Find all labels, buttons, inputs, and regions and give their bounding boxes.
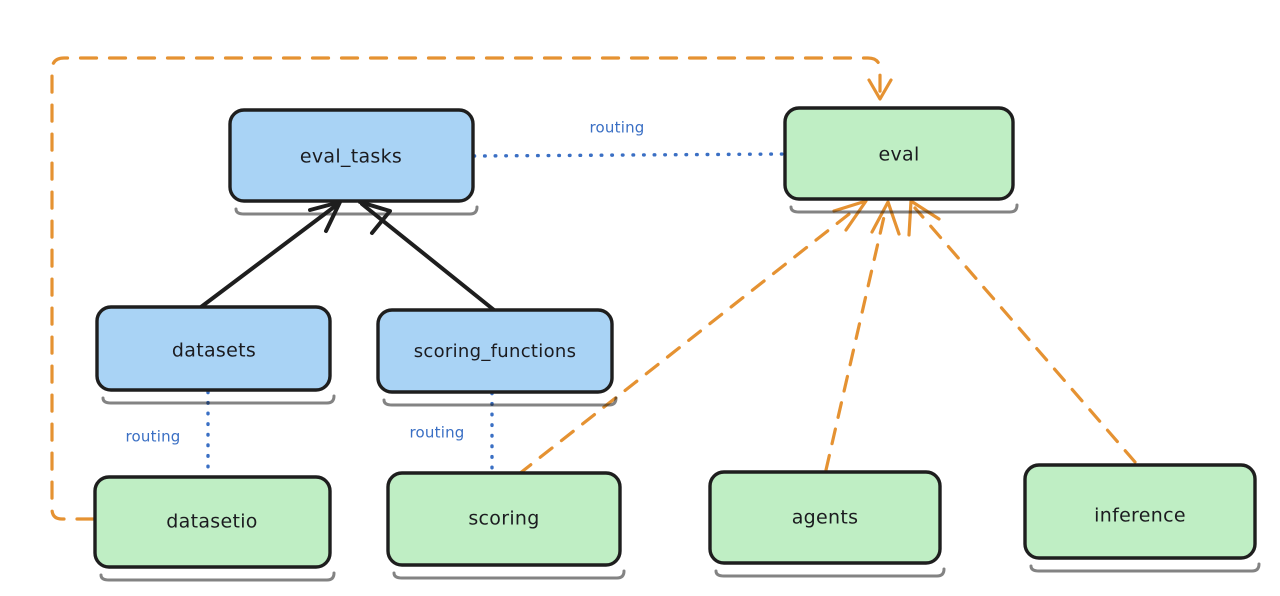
- node-label: scoring_functions: [414, 341, 577, 362]
- node-label: eval_tasks: [300, 146, 402, 168]
- node-box: [95, 305, 332, 392]
- edge-path: [517, 205, 860, 476]
- edge-path: [360, 202, 496, 312]
- node-label: inference: [1094, 505, 1186, 527]
- dependency-edges-group: [50, 56, 1137, 521]
- edge-datasetio-to-eval[interactable]: [50, 56, 893, 521]
- edge-path: [913, 206, 1137, 464]
- node-eval-tasks[interactable]: eval_tasks: [228, 108, 479, 216]
- node-box: [386, 471, 622, 567]
- node-box: [376, 308, 614, 394]
- edge-label-routing-eval-tasks: routing: [590, 119, 645, 137]
- edge-label-routing-scoring-functions: routing: [410, 424, 465, 442]
- edge-eval-tasks-to-eval[interactable]: [472, 152, 788, 158]
- node-box: [93, 475, 332, 569]
- edge-inference-to-eval[interactable]: [907, 199, 1137, 464]
- node-shadow: [234, 205, 479, 216]
- arrowhead: [867, 78, 893, 101]
- node-scoring-functions[interactable]: scoring_functions: [376, 308, 618, 407]
- node-label: datasets: [172, 340, 256, 362]
- arrowhead: [832, 199, 868, 232]
- edge-path: [199, 202, 340, 309]
- edge-path: [50, 56, 882, 521]
- edge-datasets-to-eval-tasks[interactable]: [199, 200, 342, 309]
- edge-scoring-to-eval[interactable]: [517, 199, 868, 476]
- node-box: [228, 108, 475, 203]
- node-datasets[interactable]: datasets: [95, 305, 336, 405]
- node-label: agents: [792, 507, 859, 529]
- node-label: scoring: [468, 508, 539, 530]
- node-label: eval: [878, 144, 919, 166]
- node-shadow: [382, 396, 618, 407]
- node-scoring[interactable]: scoring: [386, 471, 626, 580]
- edge-scoring-functions-to-eval-tasks[interactable]: [358, 200, 496, 312]
- edge-label-routing-datasets: routing: [126, 428, 181, 446]
- node-shadow: [789, 203, 1019, 214]
- edge-agents-to-eval[interactable]: [824, 200, 901, 472]
- edge-path: [824, 206, 888, 472]
- node-shadow: [714, 567, 946, 578]
- node-shadow: [392, 569, 626, 580]
- node-shadow: [99, 571, 336, 582]
- node-box: [708, 470, 942, 565]
- arrowhead: [358, 200, 392, 235]
- node-agents[interactable]: agents: [708, 470, 946, 578]
- node-shadow: [1029, 562, 1261, 573]
- node-label: datasetio: [166, 511, 257, 533]
- node-datasetio[interactable]: datasetio: [93, 475, 336, 582]
- node-inference[interactable]: inference: [1023, 463, 1261, 573]
- node-box: [783, 106, 1015, 201]
- arrowhead: [870, 200, 901, 236]
- edge-labels-group: routing routing routing: [126, 119, 645, 446]
- node-eval[interactable]: eval: [783, 106, 1019, 214]
- node-box: [1023, 463, 1257, 560]
- node-shadow: [101, 394, 336, 405]
- composition-edges-group: [199, 200, 496, 312]
